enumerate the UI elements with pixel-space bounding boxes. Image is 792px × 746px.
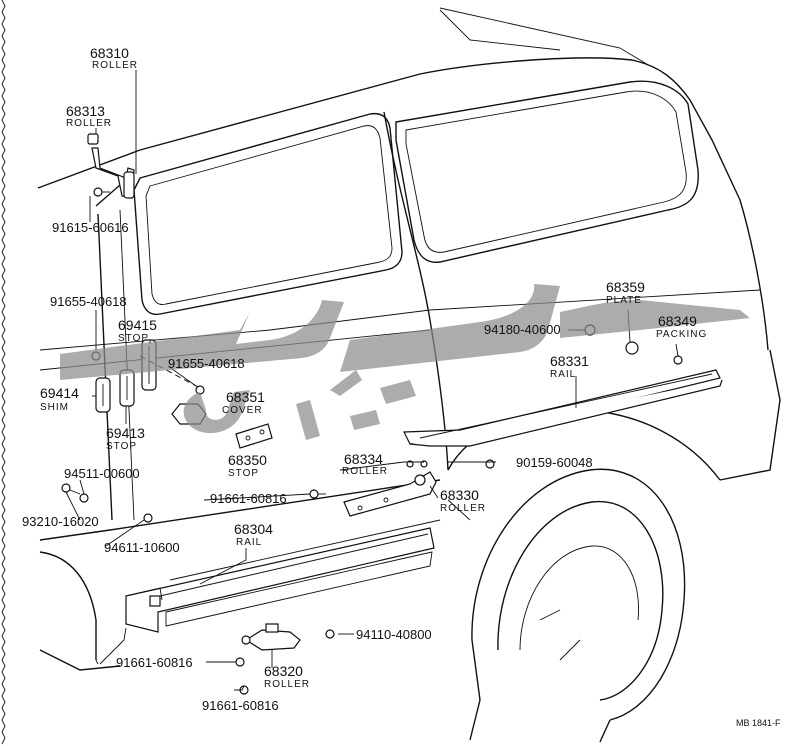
part-number: 68350: [228, 452, 267, 468]
part-number: 69415: [118, 317, 157, 333]
stop-68350: [235, 423, 273, 449]
callout-94180: 94180-40600: [484, 322, 561, 337]
callout-68320: 68320 ROLLER: [264, 663, 310, 690]
part-number: 68359: [606, 279, 645, 295]
stop-69413: [119, 369, 135, 407]
bolt-91661a: [309, 489, 326, 499]
callout-69414: 69414 SHIM: [40, 385, 79, 413]
part-number: 91661-60816: [202, 698, 279, 713]
part-number: 68351: [226, 389, 265, 405]
callout-68350: 68350 STOP: [228, 452, 267, 479]
roller-68334-parts: [406, 460, 428, 468]
callout-91655b: 91655-40618: [168, 356, 245, 371]
callout-91661b: 91661-60816: [116, 655, 193, 670]
screw-91615: [93, 187, 110, 197]
part-number: 94511-00600: [64, 466, 140, 481]
part-name: PLATE: [606, 295, 642, 306]
plate-68359: [625, 341, 639, 355]
nut-94511: [79, 493, 89, 503]
part-name: ROLLER: [66, 118, 112, 129]
callout-93210: 93210-16020: [22, 514, 99, 529]
callout-91661c: 91661-60816: [202, 698, 279, 713]
part-number: 68349: [658, 313, 697, 329]
callout-68330: 68330 ROLLER: [440, 487, 486, 514]
callout-69415: 69415 STOP: [118, 317, 157, 344]
part-name: COVER: [222, 405, 263, 416]
part-number: 94110-40800: [356, 627, 432, 642]
part-number: 91661-60816: [116, 655, 193, 670]
part-name: ROLLER: [264, 679, 310, 690]
part-number: 91661-60816: [210, 491, 287, 506]
part-number: 94611-10600: [104, 540, 180, 555]
callout-69413: 69413 STOP: [106, 425, 145, 452]
part-number: 68334: [344, 451, 383, 467]
lower-rail-68304: [125, 527, 435, 633]
part-number: 68304: [234, 521, 273, 537]
reference-code: MB 1841-F: [736, 718, 781, 728]
callout-68351: 68351 COVER: [222, 389, 265, 416]
part-number: 69413: [106, 425, 145, 441]
roller-68330: [343, 471, 437, 517]
bolt-93210: [61, 483, 81, 495]
callout-91661a: 91661-60816: [210, 491, 287, 506]
part-number: 68330: [440, 487, 479, 503]
rear-wheel: [469, 468, 686, 743]
part-number: 91655-40618: [168, 356, 245, 371]
packing-68349: [673, 355, 683, 365]
part-number: 68331: [550, 353, 589, 369]
callout-68331: 68331 RAIL: [550, 353, 589, 380]
part-number: 93210-16020: [22, 514, 99, 529]
rail-68331: [403, 369, 723, 447]
callout-68334: 68334 ROLLER: [342, 451, 388, 477]
roller-68320: [241, 623, 301, 651]
callout-68310: 68310 ROLLER: [90, 45, 138, 71]
watermark-logo: [60, 284, 750, 440]
part-number: 91655-40618: [50, 294, 127, 309]
left-border: [1, 0, 6, 745]
nut-94110: [325, 629, 335, 639]
part-name: ROLLER: [440, 503, 486, 514]
part-number: 94180-40600: [484, 322, 561, 337]
callout-91615: 91615-60616: [52, 220, 129, 235]
part-name: ROLLER: [92, 60, 138, 71]
shim-69414: [95, 377, 111, 413]
upper-roller-bracket: [87, 133, 135, 199]
part-number: 69414: [40, 385, 79, 401]
part-name: STOP: [118, 333, 149, 344]
callout-68304: 68304 RAIL: [234, 521, 273, 548]
callout-68359: 68359 PLATE: [606, 279, 645, 306]
part-name: RAIL: [550, 369, 576, 380]
part-number: 68313: [66, 103, 105, 119]
part-number: 68310: [90, 45, 129, 61]
callout-68313: 68313 ROLLER: [66, 103, 112, 129]
part-name: ROLLER: [342, 466, 388, 477]
callout-91655a: 91655-40618: [50, 294, 127, 309]
callout-68349: 68349 PACKING: [656, 313, 707, 340]
part-name: STOP: [228, 468, 259, 479]
nut-94611: [143, 513, 153, 523]
callout-94611: 94611-10600: [104, 540, 180, 555]
bolt-91661b: [235, 657, 245, 667]
bolt-90159: [485, 459, 495, 469]
part-name: STOP: [106, 441, 137, 452]
callout-94110: 94110-40800: [356, 627, 432, 642]
part-name: RAIL: [236, 537, 262, 548]
part-name: SHIM: [40, 402, 69, 413]
part-number: 90159-60048: [516, 455, 593, 470]
part-name: PACKING: [656, 329, 707, 340]
callout-94511: 94511-00600: [64, 466, 140, 481]
part-number: 68320: [264, 663, 303, 679]
part-number: 91615-60616: [52, 220, 129, 235]
callout-90159: 90159-60048: [516, 455, 593, 470]
